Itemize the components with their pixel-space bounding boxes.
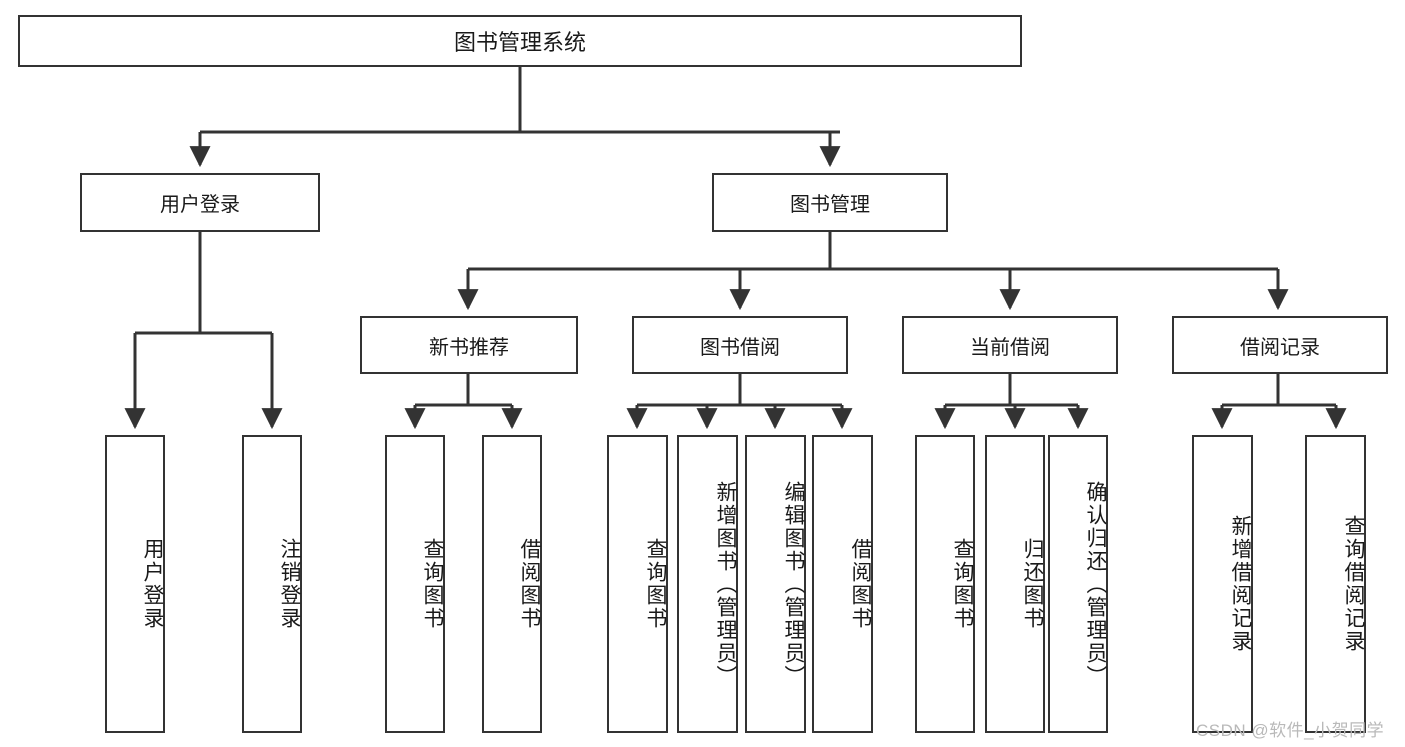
- node-leaf-logout-label: 注销登录: [278, 538, 301, 630]
- node-current-borrow[interactable]: 当前借阅: [902, 316, 1118, 374]
- node-leaf-query-book-1[interactable]: 查询图书: [385, 435, 445, 733]
- node-leaf-borrow-book-2[interactable]: 借阅图书: [812, 435, 873, 733]
- node-leaf-query-record[interactable]: 查询借阅记录: [1305, 435, 1366, 733]
- node-book-borrow-label: 图书借阅: [700, 336, 780, 359]
- node-leaf-return-book[interactable]: 归还图书: [985, 435, 1045, 733]
- node-leaf-user-login-label: 用户登录: [141, 538, 164, 630]
- node-book-management[interactable]: 图书管理: [712, 173, 948, 232]
- node-leaf-logout[interactable]: 注销登录: [242, 435, 302, 733]
- node-leaf-edit-book-label: 编辑图书（管理员）: [782, 480, 805, 688]
- watermark: CSDN @软件_小贺同学: [1196, 716, 1384, 741]
- node-root[interactable]: 图书管理系统: [18, 15, 1022, 67]
- node-leaf-add-record[interactable]: 新增借阅记录: [1192, 435, 1253, 733]
- node-leaf-confirm-return[interactable]: 确认归还（管理员）: [1048, 435, 1108, 733]
- node-new-book-recommend[interactable]: 新书推荐: [360, 316, 578, 374]
- node-book-borrow[interactable]: 图书借阅: [632, 316, 848, 374]
- node-borrow-record-label: 借阅记录: [1240, 336, 1320, 359]
- node-leaf-return-book-label: 归还图书: [1021, 538, 1044, 630]
- node-leaf-query-record-label: 查询借阅记录: [1342, 515, 1365, 653]
- node-user-login-label: 用户登录: [160, 194, 240, 216]
- node-borrow-record[interactable]: 借阅记录: [1172, 316, 1388, 374]
- node-leaf-user-login[interactable]: 用户登录: [105, 435, 165, 733]
- node-leaf-add-book[interactable]: 新增图书（管理员）: [677, 435, 738, 733]
- node-current-borrow-label: 当前借阅: [970, 336, 1050, 359]
- node-leaf-query-book-3-label: 查询图书: [951, 538, 974, 630]
- node-leaf-query-book-1-label: 查询图书: [421, 538, 444, 630]
- node-leaf-borrow-book-1[interactable]: 借阅图书: [482, 435, 542, 733]
- node-user-login[interactable]: 用户登录: [80, 173, 320, 232]
- node-leaf-query-book-2-label: 查询图书: [644, 538, 667, 630]
- node-leaf-query-book-2[interactable]: 查询图书: [607, 435, 668, 733]
- node-new-book-recommend-label: 新书推荐: [429, 336, 509, 359]
- node-book-management-label: 图书管理: [790, 194, 870, 216]
- node-leaf-add-book-label: 新增图书（管理员）: [714, 480, 737, 688]
- node-root-label: 图书管理系统: [453, 30, 586, 55]
- node-leaf-edit-book[interactable]: 编辑图书（管理员）: [745, 435, 806, 733]
- node-leaf-query-book-3[interactable]: 查询图书: [915, 435, 975, 733]
- node-leaf-confirm-return-label: 确认归还（管理员）: [1084, 480, 1107, 688]
- node-leaf-add-record-label: 新增借阅记录: [1229, 515, 1252, 653]
- node-leaf-borrow-book-1-label: 借阅图书: [518, 538, 541, 630]
- node-leaf-borrow-book-2-label: 借阅图书: [849, 538, 872, 630]
- watermark-text: CSDN @软件_小贺同学: [1196, 721, 1385, 740]
